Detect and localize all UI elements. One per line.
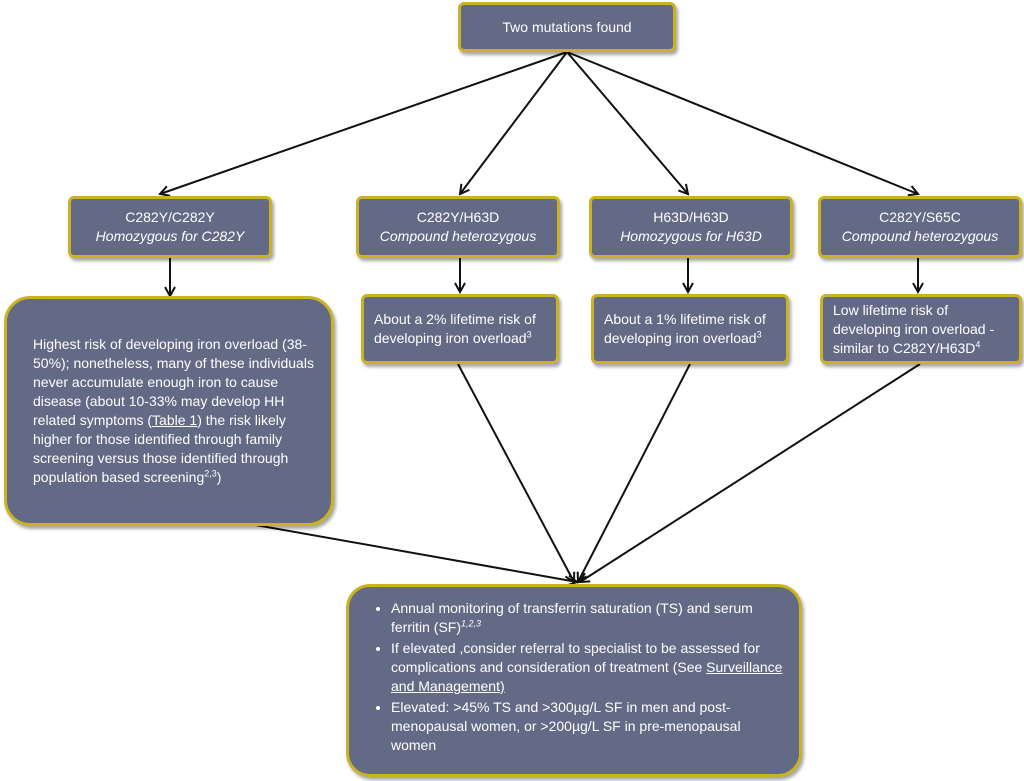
arrow-risk3-to-outcome bbox=[578, 363, 691, 582]
risk-text-part: ) the risk likely higher for those ident… bbox=[33, 412, 289, 485]
risk-text: About a 2% lifetime risk of developing i… bbox=[374, 311, 536, 346]
reference-superscript: 3 bbox=[526, 329, 532, 340]
outcome-list: Annual monitoring of transferrin saturat… bbox=[369, 599, 783, 755]
risk-c282y-c282y-text: Highest risk of developing iron overload… bbox=[33, 335, 317, 487]
arrow-root-to-c282y-h63d bbox=[460, 51, 568, 194]
genotype-subtitle: Homozygous for C282Y bbox=[95, 228, 245, 244]
arrow-risk1-to-outcome bbox=[249, 523, 577, 582]
genotype-c282y-c282y: C282Y/C282Y Homozygous for C282Y bbox=[68, 196, 272, 258]
outcome-bullet-elevated: Elevated: >45% TS and >300µg/L SF in men… bbox=[391, 698, 783, 755]
arrow-risk4-to-outcome bbox=[580, 363, 921, 582]
arrow-root-to-c282y-c282y bbox=[160, 51, 568, 194]
genotype-c282y-s65c: C282Y/S65C Compound heterozygous bbox=[818, 196, 1022, 258]
risk-c282y-s65c: Low lifetime risk of developing iron ove… bbox=[820, 294, 1022, 364]
arrow-risk2-to-outcome bbox=[457, 363, 574, 582]
risk-c282y-h63d: About a 2% lifetime risk of developing i… bbox=[361, 294, 559, 364]
risk-text-part: Highest risk of developing iron overload… bbox=[33, 336, 314, 428]
reference-superscript: 2,3 bbox=[204, 468, 217, 479]
risk-c282y-c282y: Highest risk of developing iron overload… bbox=[4, 296, 334, 526]
risk-text-part: ) bbox=[216, 469, 222, 485]
root-label: Two mutations found bbox=[502, 18, 632, 35]
genotype-title: C282Y/S65C bbox=[879, 209, 961, 225]
genotype-subtitle: Homozygous for H63D bbox=[620, 228, 762, 244]
outcome-text: Elevated: >45% TS and >300µg/L SF in men… bbox=[391, 699, 741, 753]
outcome-bullet-referral: If elevated ,consider referral to specia… bbox=[391, 639, 783, 696]
outcome-box: Annual monitoring of transferrin saturat… bbox=[346, 584, 802, 777]
genotype-c282y-h63d: C282Y/H63D Compound heterozygous bbox=[356, 196, 560, 258]
outcome-text: Annual monitoring of transferrin saturat… bbox=[391, 600, 753, 635]
genotype-title: C282Y/H63D bbox=[416, 209, 500, 225]
arrow-root-to-c282y-s65c bbox=[566, 51, 918, 194]
genotype-h63d-h63d: H63D/H63D Homozygous for H63D bbox=[589, 196, 793, 258]
genotype-subtitle: Compound heterozygous bbox=[841, 228, 999, 244]
outcome-bullet-monitoring: Annual monitoring of transferrin saturat… bbox=[391, 599, 783, 637]
reference-superscript: 3 bbox=[756, 329, 762, 340]
risk-h63d-h63d: About a 1% lifetime risk of developing i… bbox=[591, 294, 789, 364]
reference-superscript: 1,2,3 bbox=[461, 618, 482, 629]
table-1-link[interactable]: Table 1 bbox=[152, 412, 198, 428]
genotype-title: C282Y/C282Y bbox=[125, 209, 215, 225]
surveillance-management-link[interactable]: Surveillance and Management) bbox=[391, 659, 783, 694]
root-node: Two mutations found bbox=[458, 2, 676, 52]
risk-text: About a 1% lifetime risk of developing i… bbox=[604, 311, 766, 346]
arrow-root-to-h63d-h63d bbox=[566, 51, 688, 194]
reference-superscript: 4 bbox=[975, 338, 981, 349]
outcome-text: If elevated ,consider referral to specia… bbox=[391, 640, 760, 675]
genotype-title: H63D/H63D bbox=[653, 209, 729, 225]
risk-text: Low lifetime risk of developing iron ove… bbox=[833, 301, 995, 356]
genotype-subtitle: Compound heterozygous bbox=[379, 228, 537, 244]
